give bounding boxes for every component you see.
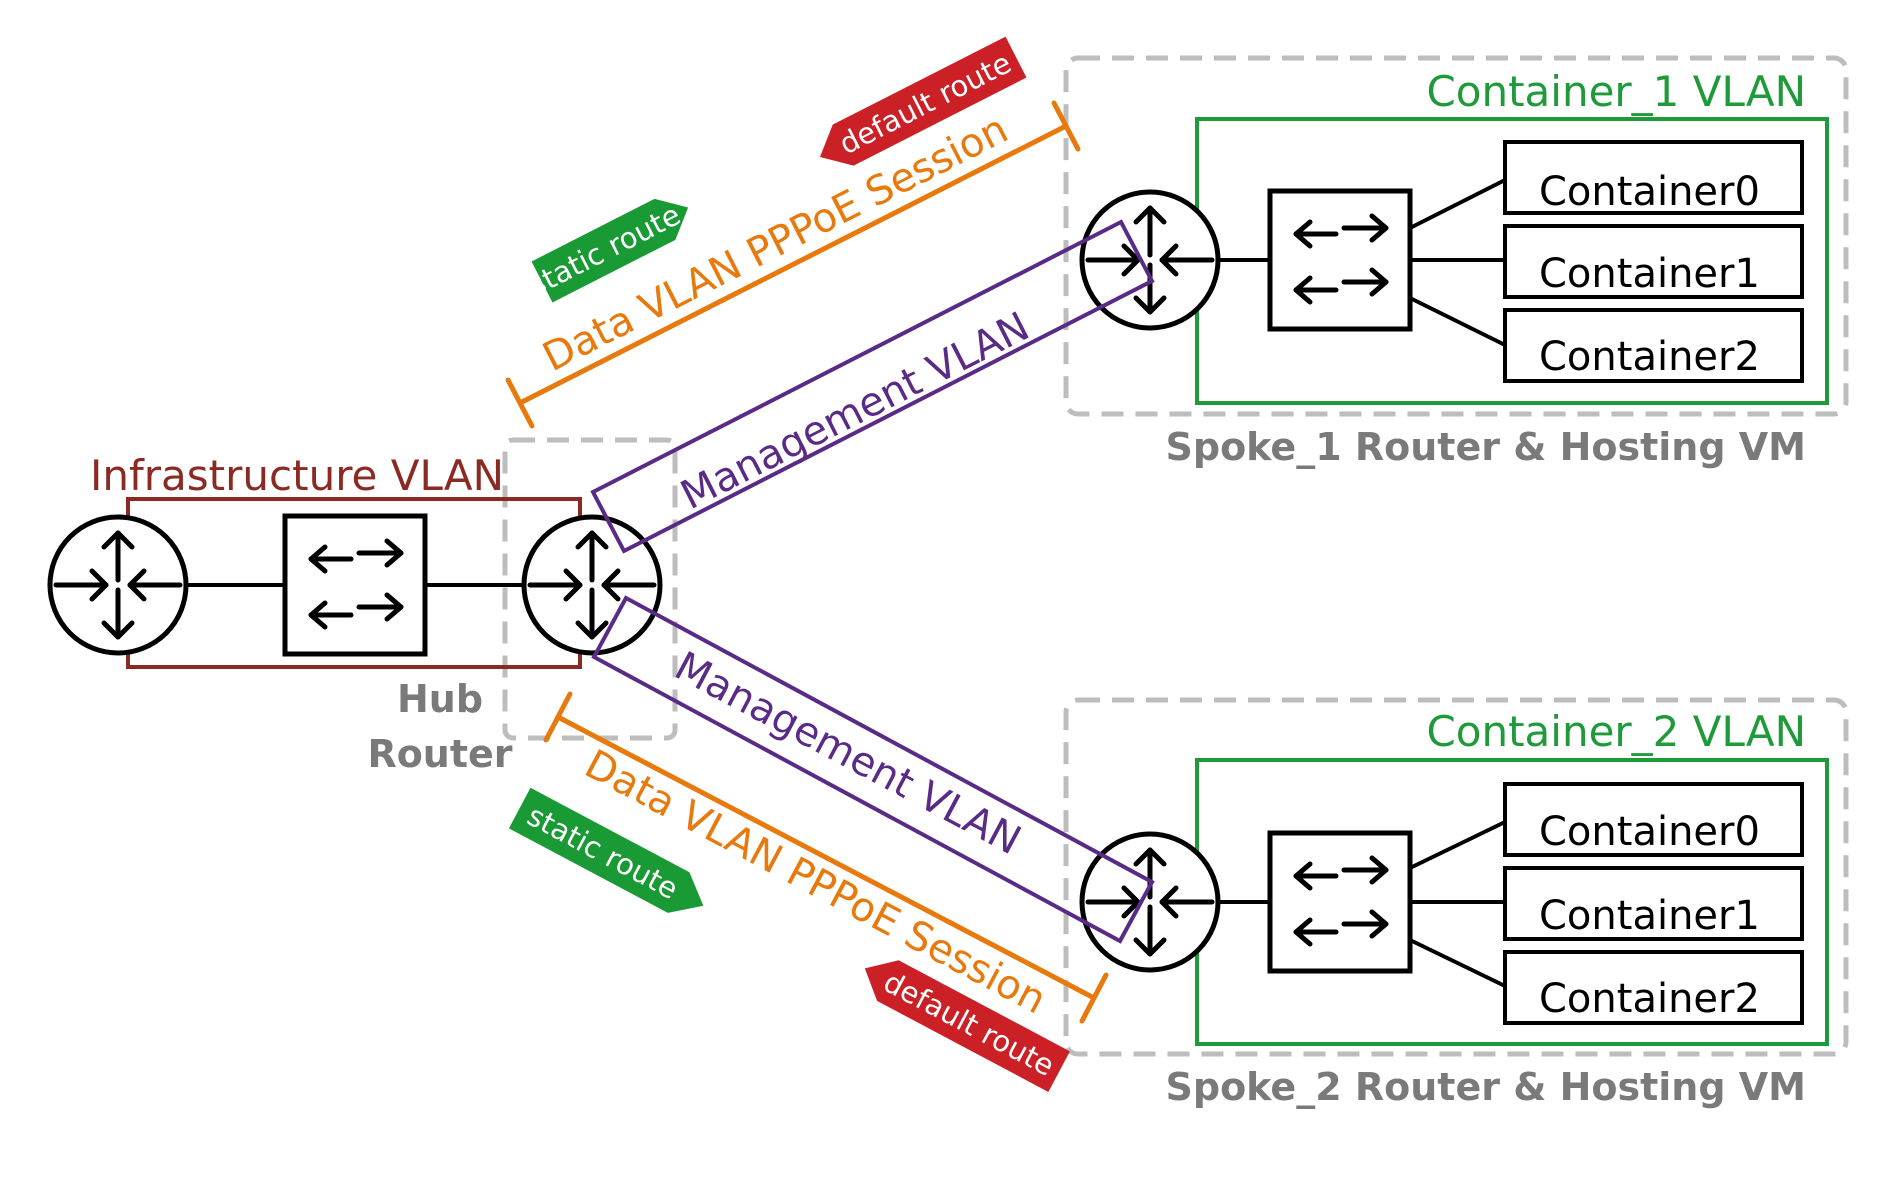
spoke2-container0-label: Container0 (1539, 809, 1760, 855)
spoke1-vm-label: Spoke_1 Router & Hosting VM (1166, 425, 1807, 469)
spoke1-container-vlan-label: Container_1 VLAN (1426, 67, 1806, 116)
data-session-upper-bracket (505, 100, 1081, 429)
spoke2-container2[interactable]: Container2 (1503, 950, 1804, 1025)
infrastructure-switch-icon[interactable] (285, 516, 425, 654)
spoke1-container1-label: Container1 (1539, 251, 1760, 297)
lower-links: Management VLAN Data VLAN PPPoE Session … (508, 595, 1155, 1092)
hub-router-label-line2: Router (367, 732, 512, 776)
spoke1-container1[interactable]: Container1 (1503, 224, 1804, 299)
spoke2-container1[interactable]: Container1 (1503, 866, 1804, 941)
hub-router-icon[interactable] (524, 517, 660, 653)
hub-router-boundary (502, 437, 678, 741)
spoke2-container2-label: Container2 (1539, 976, 1760, 1022)
management-vlan-upper-label: Management VLAN (674, 304, 1037, 519)
hub-router-label-line1: Hub (397, 677, 483, 721)
spoke1-switch-icon[interactable] (1270, 191, 1410, 329)
spoke2-group: Container_2 VLAN Container0 Container1 C… (1063, 697, 1849, 1109)
spoke2-container1-label: Container1 (1539, 893, 1760, 939)
spoke1-container0[interactable]: Container0 (1503, 140, 1804, 215)
spoke2-vm-label: Spoke_2 Router & Hosting VM (1166, 1065, 1807, 1109)
hub-group: Infrastructure VLAN Hub Router (50, 437, 678, 776)
spoke2-switch-icon[interactable] (1270, 833, 1410, 971)
infrastructure-vlan-label: Infrastructure VLAN (90, 451, 504, 500)
spoke2-container0[interactable]: Container0 (1503, 782, 1804, 857)
spoke1-group: Container_1 VLAN Container0 Container1 C… (1063, 55, 1849, 469)
upper-links: Management VLAN Data VLAN PPPoE Session … (505, 36, 1155, 554)
spoke1-container2[interactable]: Container2 (1503, 308, 1804, 383)
infrastructure-router-icon[interactable] (50, 517, 186, 653)
data-session-lower-bracket (543, 691, 1109, 1024)
spoke1-container0-label: Container0 (1539, 169, 1760, 215)
spoke2-container-vlan-label: Container_2 VLAN (1426, 707, 1806, 756)
management-vlan-upper-tube[interactable] (590, 219, 1155, 554)
spoke2-vm-boundary (1063, 697, 1849, 1057)
spoke1-vm-boundary (1063, 55, 1849, 417)
management-vlan-lower-tube[interactable] (591, 595, 1155, 944)
spoke1-container2-label: Container2 (1539, 334, 1760, 380)
